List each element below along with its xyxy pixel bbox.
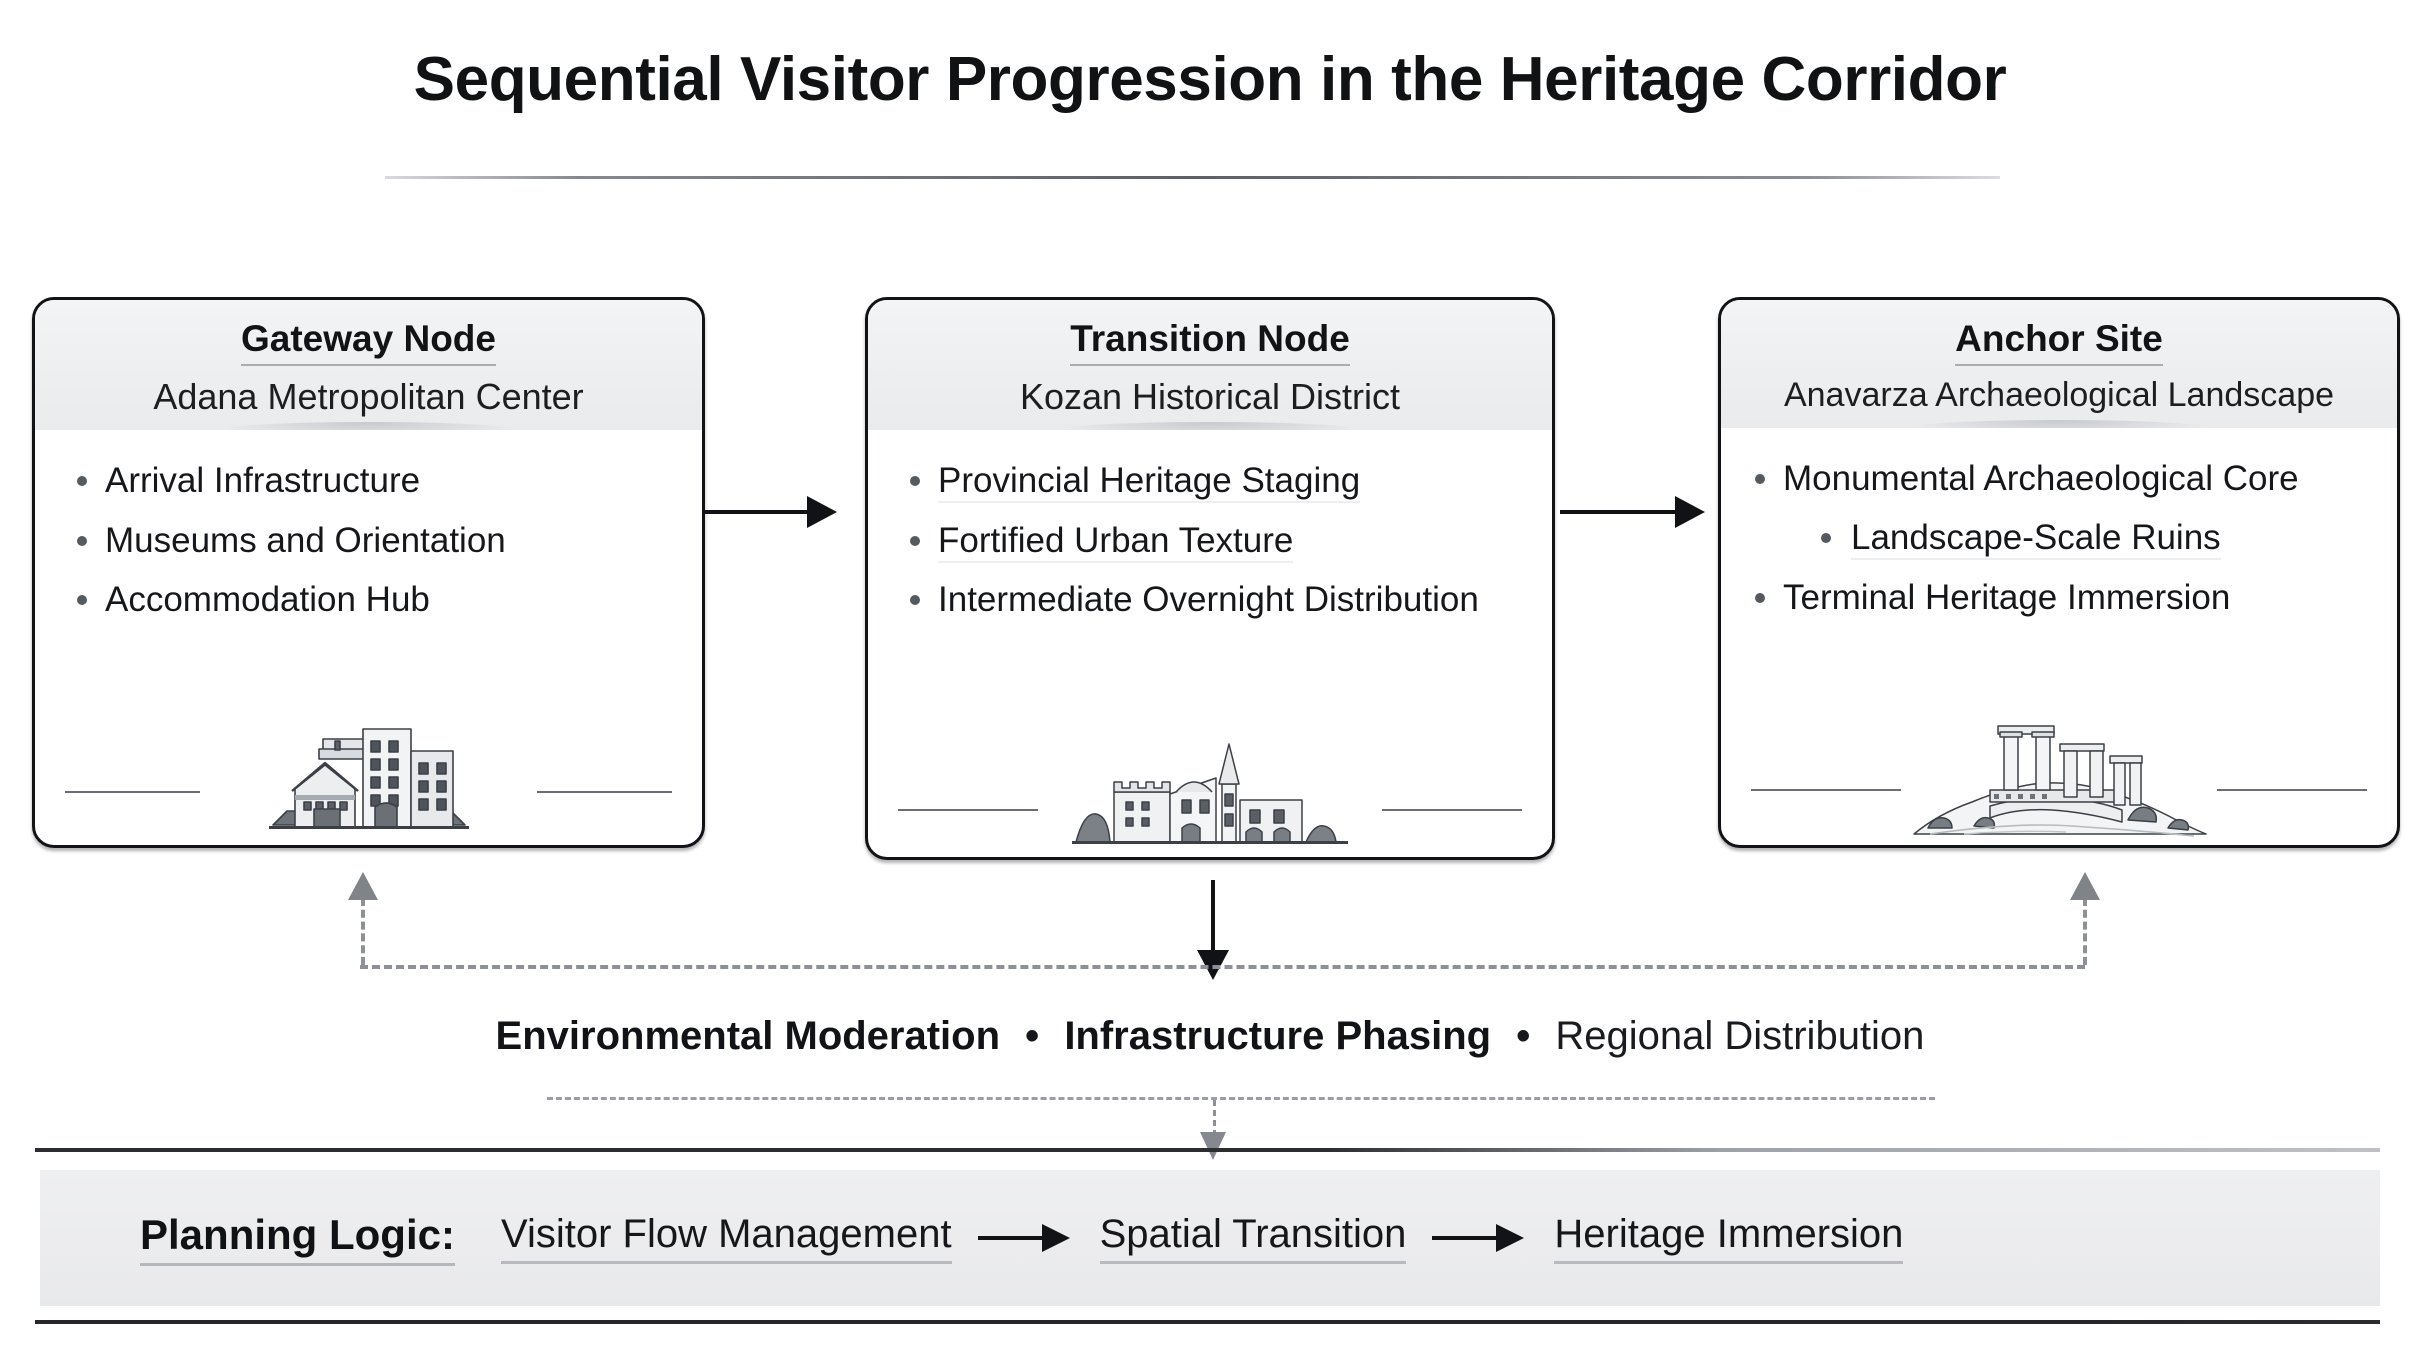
bullet-label: Intermediate Overnight Distribution — [938, 580, 1479, 620]
city-buildings-icon — [259, 703, 479, 843]
right-arrow-icon — [1432, 1218, 1528, 1258]
card-header-transition: Transition Node Kozan Historical Distric… — [868, 300, 1552, 431]
arrow-shaft — [1432, 1236, 1503, 1240]
planning-logic-bar: Planning Logic: Visitor Flow Management … — [40, 1170, 2380, 1306]
right-arrow-icon — [807, 496, 837, 528]
node-card-transition[interactable]: Transition Node Kozan Historical Distric… — [865, 297, 1555, 860]
bullet-label: Museums and Orientation — [105, 520, 506, 560]
bullet-list: Arrival Infrastructure Museums and Orien… — [65, 458, 672, 623]
bottom-bar-bottom-rule — [35, 1320, 2380, 1324]
criteria-arrow-shaft — [1213, 1100, 1216, 1136]
bullet-label: Accommodation Hub — [105, 580, 430, 620]
bullet-label: Terminal Heritage Immersion — [1783, 577, 2231, 617]
planning-logic-inner: Planning Logic: Visitor Flow Management … — [40, 1211, 1904, 1266]
card-body-anchor: Monumental Archaeological Core Landscape… — [1721, 427, 2397, 621]
card-header-gateway: Gateway Node Adana Metropolitan Center — [35, 300, 702, 431]
planning-logic-label: Planning Logic: — [140, 1211, 455, 1266]
bullet-label: Provincial Heritage Staging — [938, 461, 1361, 504]
feedback-shaft-left — [361, 898, 365, 965]
down-dashed-arrow-icon — [1200, 1132, 1226, 1160]
card-subtitle: Kozan Historical District — [1019, 376, 1401, 418]
node-card-gateway[interactable]: Gateway Node Adana Metropolitan Center A… — [32, 297, 705, 848]
list-item: Monumental Archaeological Core — [1743, 456, 2375, 502]
footer-rule-left — [1751, 789, 1901, 791]
card-body-transition: Provincial Heritage Staging Fortified Ur… — [868, 430, 1552, 623]
card-subtitle: Anavarza Archaeological Landscape — [1783, 376, 2335, 415]
criteria-row: Environmental Moderation • Infrastructur… — [0, 1012, 2420, 1060]
card-kicker: Gateway Node — [241, 316, 496, 367]
forward-arrow-1 — [705, 496, 837, 528]
bullet-label: Arrival Infrastructure — [105, 461, 421, 501]
bullet-list: Provincial Heritage Staging Fortified Ur… — [898, 458, 1522, 623]
arrow-shaft — [977, 1236, 1048, 1240]
node-card-anchor[interactable]: Anchor Site Anavarza Archaeological Land… — [1718, 297, 2400, 848]
forward-arrow-2 — [1560, 496, 1705, 528]
criteria-separator-1: • — [1025, 1014, 1040, 1058]
criteria-item-3: Regional Distribution — [1555, 1014, 1925, 1058]
footer-rule-left — [898, 809, 1038, 811]
list-item: Provincial Heritage Staging — [898, 458, 1522, 504]
list-item: Arrival Infrastructure — [65, 458, 672, 504]
feedback-dashed-rail — [360, 965, 2085, 969]
title-divider — [385, 176, 2000, 179]
page-title: Sequential Visitor Progression in the He… — [413, 45, 2007, 114]
footer-rule-right — [2217, 789, 2367, 791]
historic-town-icon — [1070, 738, 1350, 855]
card-kicker: Anchor Site — [1955, 316, 2163, 367]
list-item: Intermediate Overnight Distribution — [898, 577, 1522, 623]
card-header-anchor: Anchor Site Anavarza Archaeological Land… — [1721, 300, 2397, 428]
criteria-item-2: Infrastructure Phasing — [1064, 1014, 1492, 1058]
planning-step-1[interactable]: Visitor Flow Management — [500, 1212, 952, 1264]
criteria-dotted-rail — [547, 1097, 1935, 1100]
card-subtitle: Adana Metropolitan Center — [153, 376, 584, 418]
planning-step-2[interactable]: Spatial Transition — [1099, 1212, 1407, 1264]
right-arrow-icon — [977, 1218, 1074, 1258]
up-dashed-arrow-icon — [348, 872, 378, 900]
footer-rule-left — [65, 791, 200, 793]
footer-rule-right — [537, 791, 672, 793]
bullet-label: Landscape-Scale Ruins — [1851, 518, 2221, 561]
list-item: Fortified Urban Texture — [898, 518, 1522, 564]
up-dashed-arrow-icon — [2070, 872, 2100, 900]
bottom-bar-top-rule — [35, 1148, 2380, 1152]
arrow-head — [1496, 1224, 1525, 1252]
list-item: Landscape-Scale Ruins — [1743, 515, 2375, 561]
card-kicker: Transition Node — [1070, 316, 1350, 367]
card-footer-anchor — [1721, 705, 2397, 845]
card-footer-transition — [868, 737, 1552, 857]
bullet-list: Monumental Archaeological Core Landscape… — [1743, 456, 2375, 621]
criteria-item-1: Environmental Moderation — [495, 1014, 1001, 1058]
right-arrow-icon — [1675, 496, 1705, 528]
ancient-ruins-icon — [1894, 710, 2224, 843]
bullet-label: Fortified Urban Texture — [938, 520, 1294, 563]
planning-step-3[interactable]: Heritage Immersion — [1554, 1212, 1904, 1264]
criteria-separator-2: • — [1516, 1014, 1531, 1058]
down-arrow-shaft — [1211, 880, 1215, 952]
list-item: Accommodation Hub — [65, 577, 672, 623]
footer-rule-right — [1382, 809, 1522, 811]
list-item: Terminal Heritage Immersion — [1743, 575, 2375, 621]
card-body-gateway: Arrival Infrastructure Museums and Orien… — [35, 430, 702, 623]
card-footer-gateway — [35, 695, 702, 845]
title-block: Sequential Visitor Progression in the He… — [0, 45, 2420, 114]
bullet-label: Monumental Archaeological Core — [1783, 458, 2299, 498]
arrow-shaft — [1560, 510, 1676, 514]
arrow-shaft — [705, 510, 809, 514]
arrow-head — [1041, 1224, 1070, 1252]
feedback-shaft-right — [2083, 898, 2087, 965]
list-item: Museums and Orientation — [65, 518, 672, 564]
